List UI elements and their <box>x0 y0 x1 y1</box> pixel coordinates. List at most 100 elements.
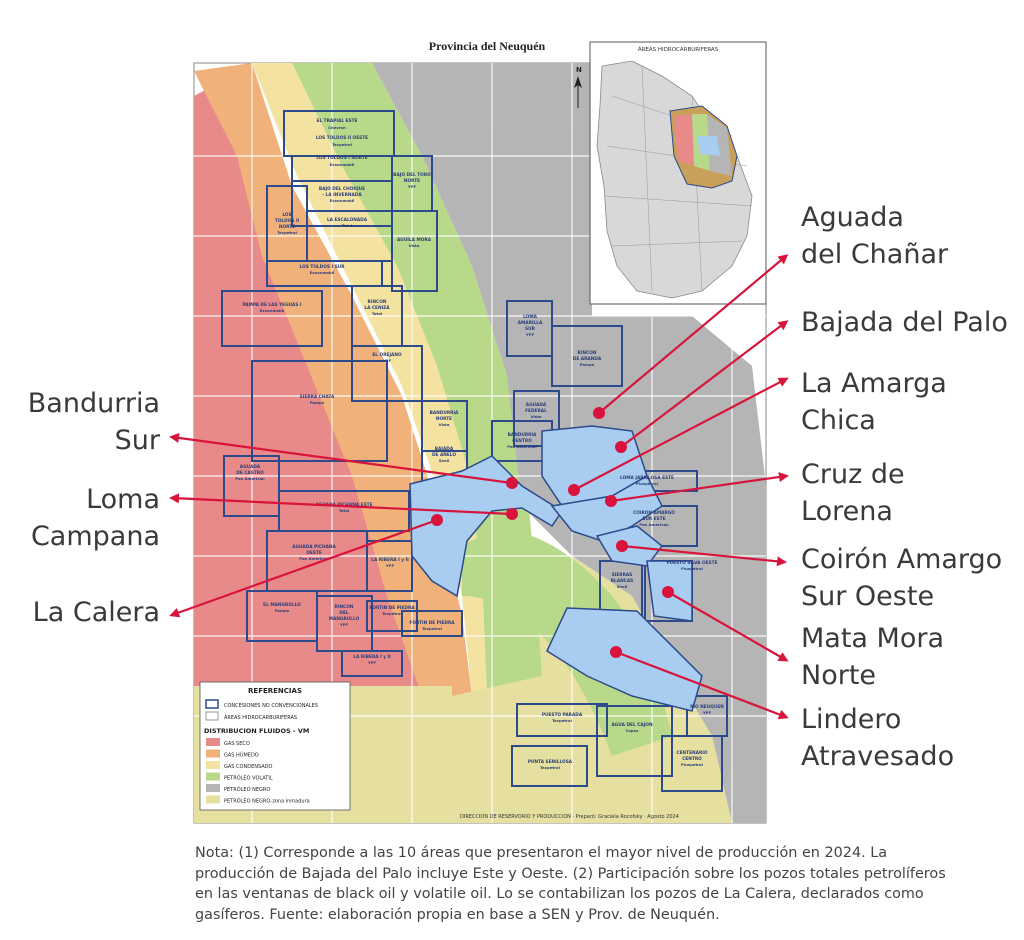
label-line: Coirón Amargo <box>801 544 1003 575</box>
svg-text:RIO NEUQUEN: RIO NEUQUEN <box>690 704 724 710</box>
svg-text:NORTE: NORTE <box>404 178 420 184</box>
svg-text:DE ARANDA: DE ARANDA <box>573 356 602 362</box>
svg-text:ÁREAS HIDROCARBURIFERAS: ÁREAS HIDROCARBURIFERAS <box>224 714 297 721</box>
svg-text:LA CENIZA: LA CENIZA <box>364 305 390 311</box>
label-mata-mora-norte: Mata Mora Norte <box>801 620 944 694</box>
svg-text:REFERENCIAS: REFERENCIAS <box>248 687 302 695</box>
svg-text:SUR: SUR <box>525 326 536 332</box>
svg-text:YPF: YPF <box>407 184 417 189</box>
area-lindero <box>546 607 703 712</box>
svg-text:AGUADA: AGUADA <box>526 402 547 408</box>
svg-text:LA ESCALONADA: LA ESCALONADA <box>327 217 368 223</box>
svg-text:LA RIBERA I y II: LA RIBERA I y II <box>353 654 391 660</box>
label-line: La Amarga <box>801 368 947 399</box>
svg-text:Capex: Capex <box>625 728 639 733</box>
svg-text:SUR ESTE: SUR ESTE <box>642 516 665 522</box>
connector-amarga <box>573 377 789 491</box>
label-line: Cruz de <box>801 459 905 490</box>
svg-text:- LA INVERNADA: - LA INVERNADA <box>322 192 362 198</box>
svg-text:SIERRA CHATA: SIERRA CHATA <box>300 394 335 400</box>
legend-label: GAS SECO <box>224 741 250 747</box>
label-la-calera: La Calera <box>20 594 160 631</box>
svg-text:Chevron: Chevron <box>328 125 346 130</box>
svg-text:Total: Total <box>339 508 349 513</box>
legend-swatch <box>206 761 220 769</box>
svg-text:BAJO DEL TORO: BAJO DEL TORO <box>393 172 431 178</box>
svg-text:Tecpetrol: Tecpetrol <box>277 230 297 235</box>
svg-text:LOS TOLDOS I SUR: LOS TOLDOS I SUR <box>300 264 346 270</box>
svg-text:AGUA DEL CAJON: AGUA DEL CAJON <box>611 722 652 728</box>
svg-text:YPF: YPF <box>367 660 377 665</box>
connector-loma <box>169 493 513 516</box>
connector-aguada <box>598 254 789 414</box>
label-cruz-de-lorena: Cruz de Lorena <box>801 456 905 530</box>
label-line: Campana <box>30 521 160 552</box>
label-line: Bajada del Palo <box>801 307 1008 338</box>
zone-gas-condensado <box>252 63 487 696</box>
svg-text:RINCON: RINCON <box>578 350 597 356</box>
legend-swatch <box>206 784 220 792</box>
legend-label: GAS HÚMEDO <box>224 752 259 759</box>
svg-text:PUESTO PARADA: PUESTO PARADA <box>542 712 583 718</box>
label-line: Sur <box>114 425 160 456</box>
legend-swatch <box>206 772 220 781</box>
svg-text:Pluspetrol: Pluspetrol <box>681 566 703 571</box>
area-bajada-del-palo <box>550 474 663 542</box>
svg-text:CENTENARIO: CENTENARIO <box>676 750 707 756</box>
label-line: Chica <box>801 405 876 436</box>
svg-text:PUESTO SILVA OESTE: PUESTO SILVA OESTE <box>667 560 718 566</box>
svg-text:Pampa: Pampa <box>580 362 595 367</box>
svg-text:LOMA: LOMA <box>523 314 538 320</box>
svg-text:Pluspetrol: Pluspetrol <box>681 762 703 767</box>
svg-text:LOMA JARILLOSA ESTE: LOMA JARILLOSA ESTE <box>620 475 674 481</box>
svg-text:Pan American: Pan American <box>639 522 669 527</box>
label-bajada-del-palo: Bajada del Palo <box>801 304 1008 341</box>
svg-text:Vista: Vista <box>439 422 450 427</box>
svg-text:AGUILA MORA: AGUILA MORA <box>397 237 432 243</box>
svg-text:AGUADA: AGUADA <box>240 464 261 470</box>
connector-bajada <box>620 320 789 448</box>
svg-text:CENTRO: CENTRO <box>512 438 532 444</box>
svg-text:LOS: LOS <box>282 212 291 218</box>
svg-text:NORTE: NORTE <box>436 416 452 422</box>
connector-calera <box>169 518 438 618</box>
svg-text:YPF: YPF <box>339 622 349 627</box>
svg-text:FORTIN DE PIEDRA: FORTIN DE PIEDRA <box>409 620 455 626</box>
inset-map: ÁREAS HIDROCARBURIFERAS <box>589 41 767 305</box>
svg-text:Vista: Vista <box>409 243 420 248</box>
svg-text:Shell: Shell <box>617 584 628 589</box>
label-bandurria-sur: Bandurria Sur <box>20 385 160 459</box>
svg-text:FEDERAL: FEDERAL <box>525 408 547 414</box>
svg-text:TOLDOS II: TOLDOS II <box>275 218 300 224</box>
svg-text:Tecpetrol: Tecpetrol <box>422 626 442 631</box>
label-line: Mata Mora <box>801 623 945 654</box>
label-line: Sur Oeste <box>801 581 935 612</box>
label-lindero-atravesado: Lindero Atravesado <box>801 701 954 775</box>
north-arrow-icon: N <box>574 66 582 108</box>
connector-cruz <box>610 472 789 503</box>
svg-text:Pampa: Pampa <box>275 608 290 613</box>
svg-text:Pampa: Pampa <box>310 400 325 405</box>
svg-text:Pan American: Pan American <box>235 476 265 481</box>
legend-swatch <box>206 749 220 758</box>
label-line: Aguada <box>801 202 904 233</box>
svg-text:RINCON: RINCON <box>368 299 387 305</box>
legend-label: GAS CONDENSADO <box>224 764 273 770</box>
footnote: Nota: (1) Corresponde a las 10 áreas que… <box>195 845 946 923</box>
svg-text:OESTE: OESTE <box>306 550 322 556</box>
svg-text:Tecpetrol: Tecpetrol <box>332 142 352 147</box>
legend-label: PETRÓLEO NEGRO-zona inmadura <box>224 798 310 805</box>
svg-text:DE CASTRO: DE CASTRO <box>236 470 264 476</box>
connector-bandurria <box>169 432 513 485</box>
svg-text:MANGRULLO: MANGRULLO <box>329 616 360 622</box>
svg-text:AMARILLA: AMARILLA <box>518 320 543 326</box>
svg-text:BAJO DEL CHOIQUE: BAJO DEL CHOIQUE <box>319 186 365 192</box>
svg-text:ÁREAS HIDROCARBURIFERAS: ÁREAS HIDROCARBURIFERAS <box>638 46 719 53</box>
svg-text:YPF: YPF <box>382 358 392 363</box>
svg-text:Exxonmobil: Exxonmobil <box>310 270 335 275</box>
svg-text:EL MANGRULLO: EL MANGRULLO <box>263 602 301 608</box>
svg-text:YPF: YPF <box>525 332 535 337</box>
label-line: del Chañar <box>801 239 949 270</box>
connector-lindero <box>615 650 789 720</box>
